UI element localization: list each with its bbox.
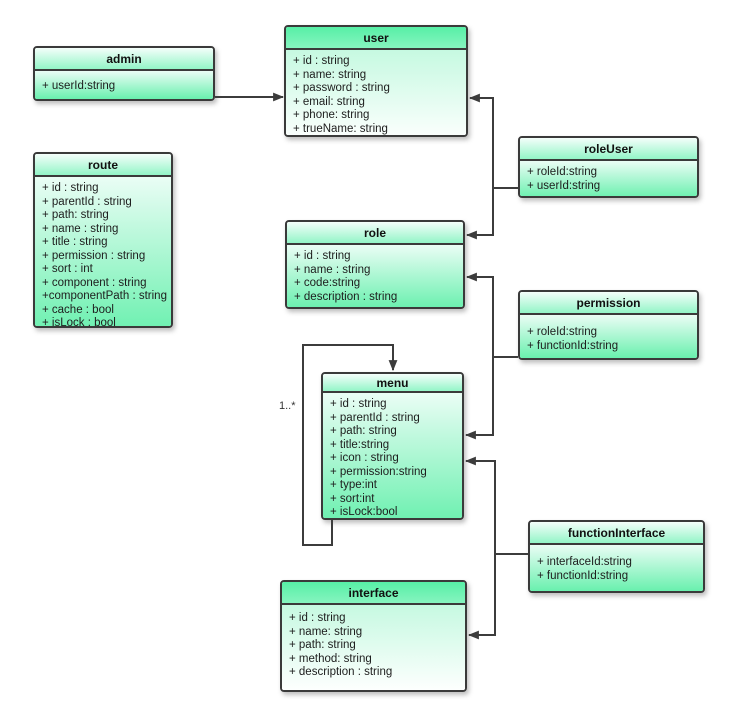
class-attributes: + roleId:string + userId:string [520, 161, 697, 196]
class-title: user [286, 27, 466, 50]
class-attribute: + id : string [293, 55, 350, 67]
class-attribute: + icon : string [330, 452, 399, 464]
connector-roleUser-role [465, 188, 494, 240]
class-attribute: + id : string [42, 182, 99, 194]
class-attribute: + roleId:string [527, 326, 597, 338]
class-attributes: + id : string + parentId : string + path… [323, 393, 462, 518]
class-attribute: + type:int [330, 479, 377, 491]
class-attribute: + parentId : string [330, 411, 420, 424]
class-attribute: + path: string [289, 639, 356, 651]
class-attribute: + trueName: string [293, 122, 388, 135]
class-attribute: + permission:string [330, 465, 427, 478]
class-attributes: + id : string + name : string + code:str… [287, 245, 463, 307]
class-title: functionInterface [530, 522, 703, 545]
class-attribute: + sort : int [42, 263, 93, 275]
class-box-admin[interactable]: admin + userId:string [33, 46, 215, 101]
class-box-user[interactable]: user + id : string + name: string + pass… [284, 25, 468, 137]
connector-roleUser-user [468, 93, 518, 189]
class-attribute: + name : string [42, 222, 119, 235]
class-attribute: + password : string [293, 82, 390, 94]
class-box-functionInterface[interactable]: functionInterface + interfaceId:string +… [528, 520, 705, 593]
class-title: route [35, 154, 171, 177]
class-attribute: + userId:string [527, 179, 601, 192]
class-attribute: + name: string [289, 625, 363, 638]
class-attribute: + id : string [289, 612, 346, 624]
class-box-menu[interactable]: menu + id : string + parentId : string +… [321, 372, 464, 520]
class-attribute: + roleId:string [527, 166, 597, 178]
class-attribute: + component : string [42, 276, 147, 289]
class-attribute: + permission : string [42, 249, 146, 262]
class-attributes: + interfaceId:string + functionId:string [530, 545, 703, 591]
class-title: menu [323, 374, 462, 393]
connector-functionInterface-menu [464, 456, 528, 555]
class-attribute: + interfaceId:string [537, 556, 632, 568]
connector-functionInterface-interface [467, 554, 496, 640]
class-attributes: + id : string + parentId : string + path… [35, 177, 171, 328]
class-box-roleUser[interactable]: roleUser + roleId:string + userId:string [518, 136, 699, 198]
class-title: role [287, 222, 463, 245]
class-attributes: + id : string + name: string + path: str… [282, 605, 465, 690]
class-title: admin [35, 48, 213, 71]
class-attribute: + description : string [294, 290, 398, 303]
class-title: roleUser [520, 138, 697, 161]
class-title: permission [520, 292, 697, 315]
class-attribute: + title:string [330, 438, 390, 451]
class-box-route[interactable]: route + id : string + parentId : string … [33, 152, 173, 328]
class-attribute: + path: string [42, 209, 109, 221]
class-box-role[interactable]: role + id : string + name : string + cod… [285, 220, 465, 309]
class-attribute: + path: string [330, 425, 397, 437]
class-attribute: + description : string [289, 666, 393, 678]
class-attribute: + functionId:string [527, 339, 619, 352]
class-box-interface[interactable]: interface + id : string + name: string +… [280, 580, 467, 692]
class-box-permission[interactable]: permission + roleId:string + functionId:… [518, 290, 699, 360]
class-attributes: + id : string + name: string + password … [286, 50, 466, 135]
multiplicity-label: 1..* [278, 400, 297, 412]
class-attribute: + code:string [294, 277, 361, 289]
class-attribute: + isLock : bool [42, 317, 116, 328]
class-attribute: + phone: string [293, 109, 370, 121]
connector-permission-menu [464, 357, 494, 440]
class-attributes: + roleId:string + functionId:string [520, 315, 697, 358]
class-attribute: + name: string [293, 68, 367, 81]
class-attribute: + functionId:string [537, 569, 629, 582]
connector-permission-role [465, 272, 518, 358]
class-attribute: + isLock:bool [330, 506, 398, 518]
class-attribute: +componentPath : string [42, 290, 167, 302]
class-attribute: + email: string [293, 95, 365, 108]
class-attribute: + method: string [289, 652, 372, 665]
class-title: interface [282, 582, 465, 605]
class-attribute: + id : string [330, 398, 387, 410]
class-attributes: + userId:string [35, 71, 213, 99]
class-attribute: + name : string [294, 263, 371, 276]
class-attribute: + userId:string [42, 80, 116, 92]
class-attribute: + sort:int [330, 492, 375, 505]
class-attribute: + id : string [294, 250, 351, 262]
class-attribute: + cache : bool [42, 303, 114, 316]
class-attribute: + parentId : string [42, 195, 132, 208]
class-attribute: + title : string [42, 236, 108, 248]
